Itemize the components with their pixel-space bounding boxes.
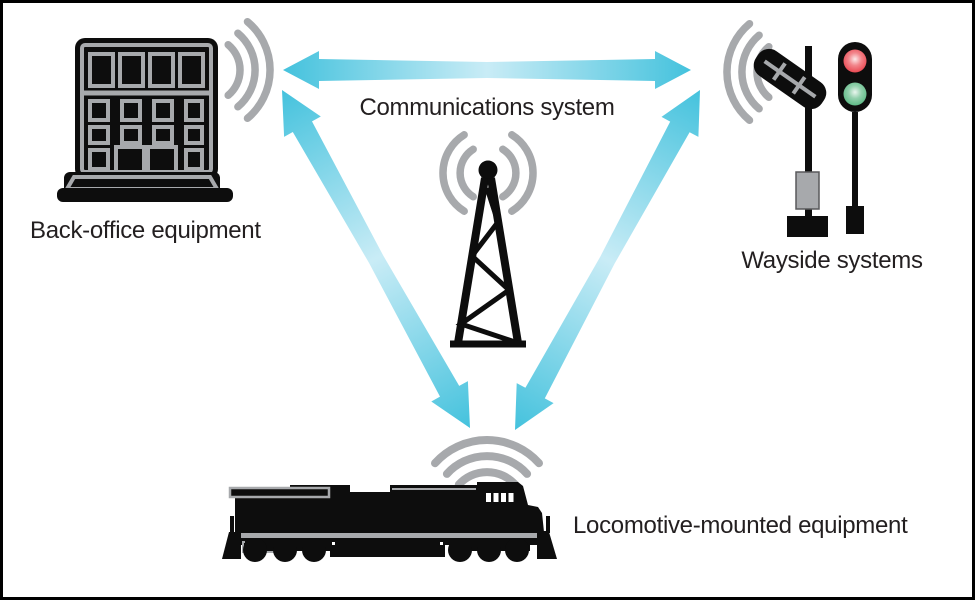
green-signal-light — [843, 82, 867, 106]
tower-radio-waves-icon — [439, 131, 537, 215]
wayside-signal-icon — [753, 42, 872, 237]
building-radio-waves-icon — [224, 17, 274, 123]
traffic-light-icon — [838, 42, 872, 234]
semaphore-signal-icon — [753, 46, 828, 237]
arrow-backoffice-locomotive — [282, 90, 470, 428]
back-office-label: Back-office equipment — [30, 217, 261, 244]
communications-label: Communications system — [359, 94, 615, 121]
red-signal-light — [843, 49, 867, 73]
locomotive-label: Locomotive-mounted equipment — [573, 512, 908, 539]
locomotive-radio-waves-icon — [431, 436, 543, 489]
radio-tower-icon — [450, 160, 526, 348]
office-building-icon — [57, 38, 233, 202]
wayside-label: Wayside systems — [741, 247, 923, 274]
arrow-backoffice-wayside — [283, 51, 691, 89]
arrow-wayside-locomotive — [515, 90, 700, 430]
locomotive-icon — [222, 482, 557, 562]
